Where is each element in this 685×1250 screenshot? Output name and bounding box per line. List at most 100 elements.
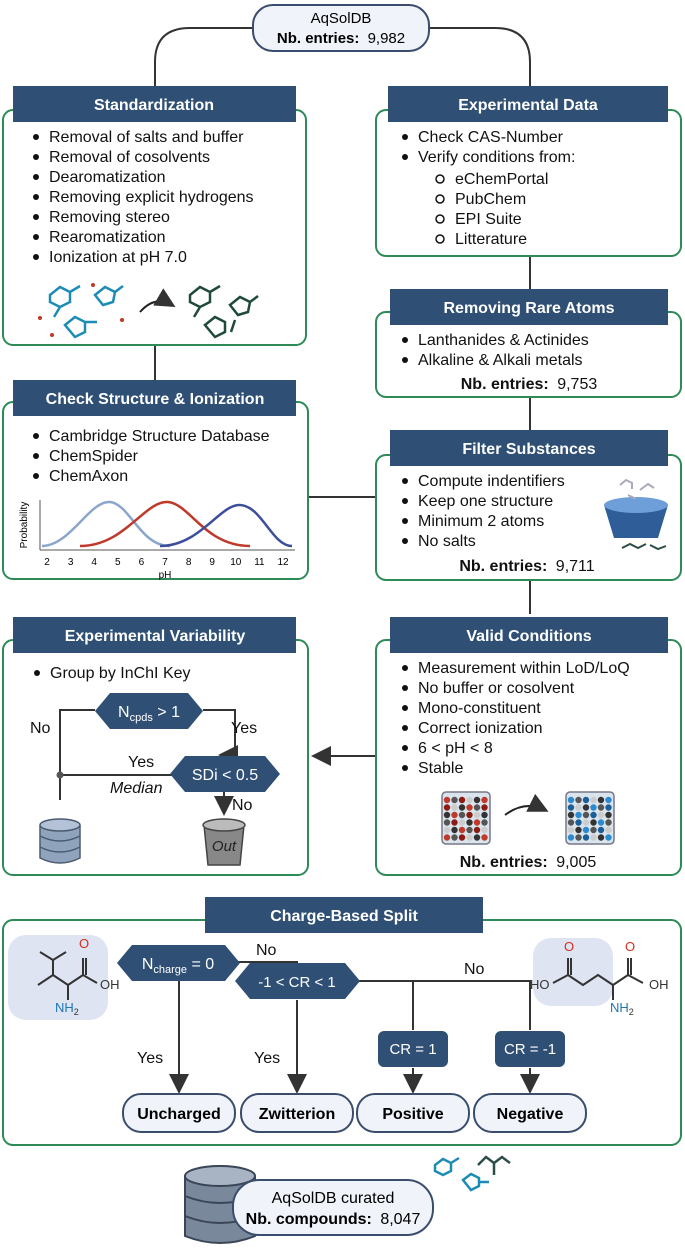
particle [451, 811, 458, 819]
particle [473, 819, 481, 826]
filter-item: Keep one structure [418, 493, 553, 510]
outcome-pill [122, 1093, 236, 1133]
experimental-variability-panel: Experimental Variability Group by InChI … [2, 617, 309, 876]
standardization-item: Ionization at pH 7.0 [49, 249, 187, 266]
experimental-data-subitem: PubChem [455, 191, 526, 208]
split-title: Charge-Based Split [270, 908, 418, 925]
particle [582, 804, 590, 811]
check-structure-item: ChemAxon [49, 468, 128, 485]
median-label: Median [110, 780, 163, 797]
particle [451, 819, 458, 826]
clean-molecule-icon [188, 284, 259, 339]
particle [481, 826, 488, 834]
plot-xlabel: pH [159, 570, 172, 581]
no-label: No [30, 720, 51, 737]
particle [458, 796, 466, 804]
bullet-icon [33, 234, 39, 240]
particle [473, 796, 481, 804]
particle [597, 826, 605, 834]
particle [582, 834, 590, 841]
tick-label: 8 [186, 557, 192, 568]
experimental-data-panel: Experimental Data Check CAS-NumberVerify… [375, 86, 682, 257]
bullet-icon [33, 194, 39, 200]
particle [590, 804, 597, 811]
molecule-cleanup-icon [38, 283, 124, 339]
check-structure-title: Check Structure & Ionization [46, 391, 265, 408]
particle [481, 819, 488, 826]
curve-low-pka [41, 500, 171, 548]
particle [597, 834, 605, 841]
filter-item: Compute indentifiers [418, 473, 565, 490]
ncharge-decision [117, 945, 240, 981]
particle [481, 804, 488, 811]
bullet-icon [402, 498, 408, 504]
standardization-item: Removal of salts and buffer [49, 129, 244, 146]
bullet-icon [33, 174, 39, 180]
particle [466, 819, 473, 826]
tick-label: 3 [68, 557, 74, 568]
particle [458, 811, 466, 819]
particle [458, 834, 466, 841]
bullet-icon [33, 453, 39, 459]
experimental-data-item: Check CAS-Number [418, 129, 564, 146]
yes-label-3: Yes [137, 1050, 163, 1067]
bullet-icon [402, 478, 408, 484]
curve-mid-pka [79, 500, 251, 548]
valid-item: Measurement within LoD/LoQ [418, 660, 630, 677]
bullet-icon [33, 154, 39, 160]
outcome-label: Uncharged [137, 1106, 221, 1123]
valid-count-label: Nb. entries: [460, 854, 548, 871]
particle [567, 811, 575, 819]
particle [590, 834, 597, 841]
valid-title: Valid Conditions [466, 628, 591, 645]
bullet-icon [33, 473, 39, 479]
particle [575, 826, 582, 834]
svg-text:NH2: NH2 [610, 1000, 634, 1017]
no-label-3: No [256, 942, 277, 959]
tick-label: 4 [91, 557, 97, 568]
bullet-icon [402, 725, 408, 731]
particle [443, 819, 451, 826]
glutamic-acid-molecule: O O HO OH NH2 [530, 938, 669, 1017]
charge-split-panel: Charge-Based Split Ncharge = 0 -1 < CR <… [2, 897, 682, 1146]
sub-bullet-icon [435, 234, 445, 244]
particle [605, 804, 612, 811]
connectors [154, 27, 531, 766]
bullet-icon [402, 518, 408, 524]
svg-text:Ncharge = 0: Ncharge = 0 [142, 956, 214, 976]
check-structure-item: Cambridge Structure Database [49, 428, 270, 445]
plot-ylabel: Probability [19, 502, 30, 549]
particle [582, 826, 590, 834]
particle [458, 804, 466, 811]
bullet-icon [402, 685, 408, 691]
particle [590, 796, 597, 804]
bullet-icon [402, 337, 408, 343]
bullet-icon [402, 357, 408, 363]
particle [605, 796, 612, 804]
rare-atoms-count-value: 9,753 [557, 376, 597, 393]
bullet-icon [402, 134, 408, 140]
trash-bin-icon: Out [202, 818, 246, 866]
outcome-label: Negative [497, 1106, 564, 1123]
check-structure-item: ChemSpider [49, 448, 139, 465]
tick-label: 2 [44, 557, 50, 568]
cr-range-label: -1 < CR < 1 [258, 974, 336, 991]
experimental-data-item: Verify conditions from: [418, 149, 575, 166]
top-count-label: Nb. entries: [277, 30, 360, 47]
tick-label: 7 [162, 557, 168, 568]
filter-item: No salts [418, 533, 476, 550]
bullet-icon [33, 433, 39, 439]
svg-text:Ncpds > 1: Ncpds > 1 [118, 704, 180, 724]
particle [466, 834, 473, 841]
valine-molecule: O OH NH2 [8, 935, 120, 1020]
molecules-icon [433, 1156, 489, 1192]
filter-item: Minimum 2 atoms [418, 513, 544, 530]
tick-label: 12 [277, 557, 289, 568]
particle [466, 826, 473, 834]
crm1-decision [495, 1031, 565, 1067]
experimental-data-subitem: eChemPortal [455, 171, 548, 188]
